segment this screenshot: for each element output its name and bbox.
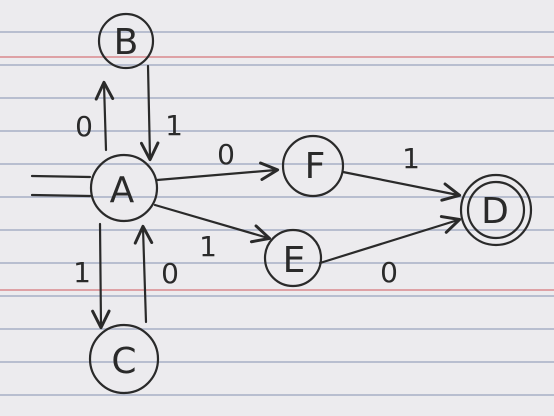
- state-F-label: F: [305, 146, 326, 187]
- edge-A-C-label: 1: [73, 256, 91, 289]
- edge-A-B-label: 0: [75, 110, 93, 143]
- edge-E-D: [318, 215, 462, 265]
- margin-line-top: [0, 56, 554, 58]
- state-E-label: E: [283, 240, 306, 281]
- start-arrow: [30, 174, 92, 198]
- state-D-label: D: [481, 191, 509, 232]
- state-A-label: A: [110, 170, 135, 211]
- edge-A-C: [91, 222, 111, 330]
- state-C-node: [88, 323, 160, 395]
- state-A-node: [89, 153, 159, 223]
- edge-C-A-label: 0: [161, 257, 179, 290]
- edge-B-A: [139, 64, 160, 162]
- state-D-node-inner: [466, 180, 526, 240]
- edge-A-E: [153, 203, 272, 244]
- state-E-node: [263, 228, 323, 288]
- edge-C-A: [133, 224, 154, 324]
- edge-A-B: [94, 80, 115, 152]
- state-F-node: [281, 134, 345, 198]
- state-D-node-outer: [459, 173, 533, 247]
- margin-line-bottom: [0, 289, 554, 291]
- edge-F-D-label: 1: [402, 142, 420, 175]
- edge-E-D-label: 0: [380, 256, 398, 289]
- state-B-node: [97, 12, 155, 70]
- edge-A-E-label: 1: [199, 230, 217, 263]
- state-B-label: B: [114, 22, 139, 63]
- edge-A-F: [155, 161, 280, 182]
- edge-A-F-label: 0: [217, 138, 235, 171]
- edge-B-A-label: 1: [165, 109, 183, 142]
- edge-F-D: [341, 170, 462, 202]
- state-C-label: C: [111, 341, 136, 382]
